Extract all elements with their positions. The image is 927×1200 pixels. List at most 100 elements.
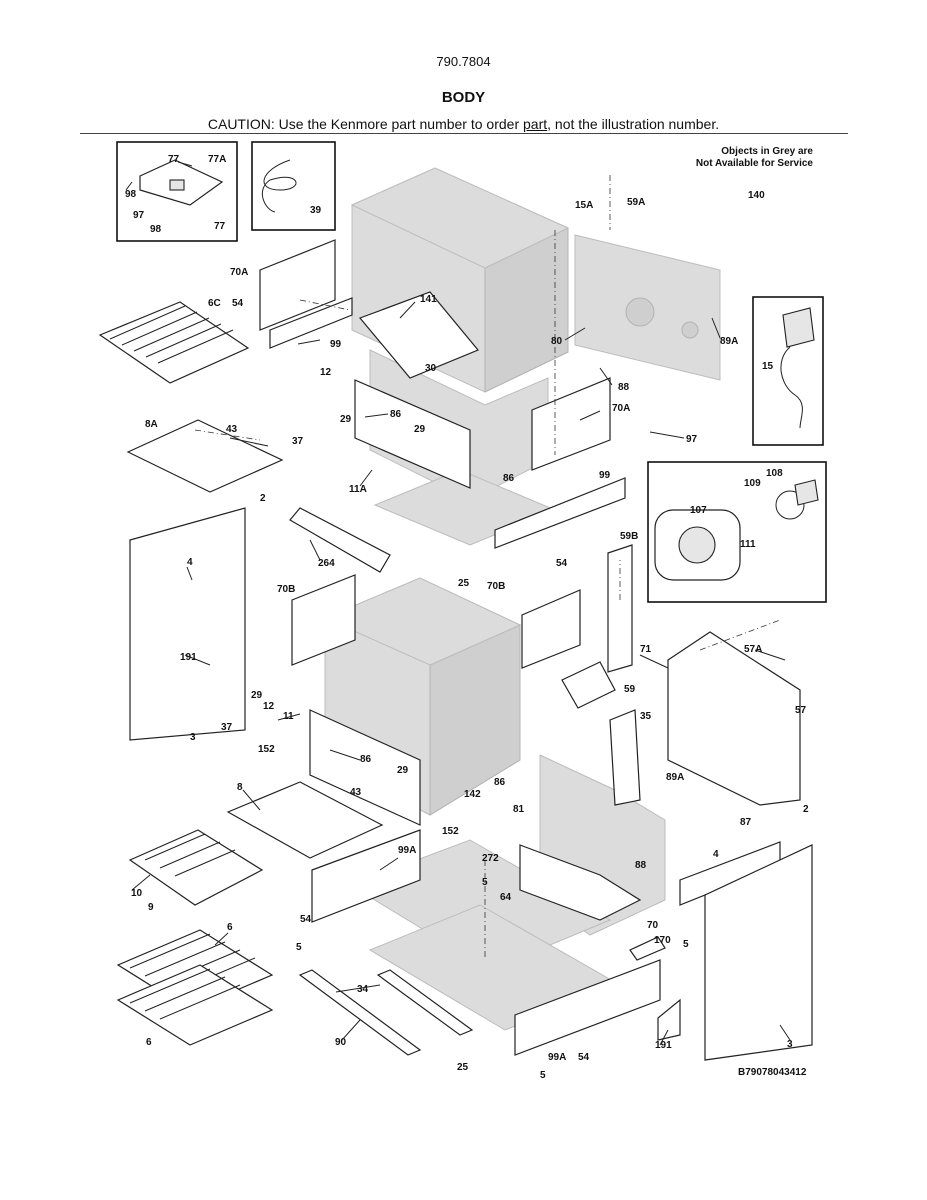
broil-pan-10-part[interactable] — [128, 829, 264, 906]
callout-12: 12 — [320, 367, 332, 378]
callout-2: 2 — [260, 493, 266, 504]
callout-57a: 57A — [744, 644, 762, 655]
insulation-59-part[interactable] — [561, 661, 616, 709]
rack-6c-part[interactable] — [98, 301, 250, 384]
callout-2: 2 — [803, 804, 809, 815]
lower-door-gasket-part[interactable] — [309, 709, 421, 826]
control-board-part[interactable] — [139, 159, 224, 206]
bracket-191-lower-part[interactable] — [657, 998, 681, 1041]
rail-54-upper-part[interactable] — [269, 297, 353, 349]
callout-111: 111 — [740, 539, 756, 550]
callout-80: 80 — [551, 336, 563, 347]
callout-152: 152 — [258, 744, 275, 755]
callout-8a: 8A — [145, 419, 158, 430]
callout-77: 77 — [214, 221, 226, 232]
callout-5: 5 — [683, 939, 689, 950]
caution-text-after: , not the illustration number. — [547, 116, 720, 132]
callout-5: 5 — [540, 1070, 546, 1081]
convection-fan-assembly-part[interactable] — [654, 479, 819, 581]
duct-35-part[interactable] — [609, 709, 641, 806]
callout-89a: 89A — [720, 336, 738, 347]
bracket-170-part[interactable] — [629, 936, 666, 961]
rear-panel-upper-grey — [574, 234, 721, 381]
rail-99-right-part[interactable] — [494, 477, 626, 549]
callout-6: 6 — [146, 1037, 152, 1048]
callout-97: 97 — [686, 434, 698, 445]
callout-29: 29 — [414, 424, 426, 435]
sensor-module-part[interactable] — [780, 307, 815, 429]
callout-57: 57 — [795, 705, 807, 716]
insulation-70b-left-part[interactable] — [291, 574, 356, 666]
insulation-59b-part[interactable] — [607, 544, 633, 673]
inset-wire-harness-box — [251, 141, 336, 231]
callout-141: 141 — [420, 294, 437, 305]
callout-191: 191 — [180, 652, 197, 663]
rack-6-lower-part[interactable] — [116, 964, 274, 1046]
model-number: 790.7804 — [436, 54, 491, 69]
callout-5: 5 — [296, 942, 302, 953]
top-panel-141-part[interactable] — [358, 291, 479, 379]
trim-34-part[interactable] — [376, 969, 474, 1036]
leader-lines — [125, 161, 791, 1046]
wire-harness-part[interactable] — [261, 159, 297, 213]
callout-89a: 89A — [666, 772, 684, 783]
callout-labels: 77 77A 98 97 98 77 39 15A 59A 140 70A 54… — [125, 154, 809, 1081]
callout-34: 34 — [357, 984, 369, 995]
callout-81: 81 — [513, 804, 525, 815]
callout-108: 108 — [766, 468, 783, 479]
callout-59: 59 — [624, 684, 636, 695]
figure-id: B79078043412 — [738, 1067, 807, 1078]
callout-59b: 59B — [620, 531, 638, 542]
burner-99a-part[interactable] — [311, 829, 421, 923]
insulation-70a-right-part[interactable] — [531, 377, 611, 471]
caution-text-before: CAUTION: Use the Kenmore part number to … — [207, 116, 523, 132]
callout-70: 70 — [647, 920, 659, 931]
callout-59a: 59A — [627, 197, 645, 208]
callout-86: 86 — [390, 409, 402, 420]
callout-191: 191 — [655, 1040, 672, 1051]
callout-6c: 6C — [208, 298, 221, 309]
callout-86: 86 — [503, 473, 515, 484]
callout-39: 39 — [310, 205, 322, 216]
callout-11a: 11A — [349, 484, 367, 495]
caution-part-link[interactable]: part — [523, 116, 548, 132]
upper-door-gasket-part[interactable] — [354, 379, 471, 489]
callout-98: 98 — [150, 224, 162, 235]
inset-control-board-box — [116, 141, 238, 242]
side-panel-left-part[interactable] — [129, 507, 246, 741]
rear-panel-71-part[interactable] — [667, 631, 801, 806]
callout-86: 86 — [360, 754, 372, 765]
callout-5: 5 — [482, 877, 488, 888]
vent-90-part[interactable] — [298, 969, 422, 1056]
page-title: BODY — [441, 89, 486, 106]
header-divider — [80, 133, 848, 134]
callout-70a: 70A — [230, 267, 248, 278]
burner-99a-lower-part[interactable] — [514, 959, 661, 1056]
callout-29: 29 — [397, 765, 409, 776]
callout-86: 86 — [494, 777, 506, 788]
callout-264: 264 — [318, 558, 335, 569]
callout-25: 25 — [457, 1062, 469, 1073]
callout-99: 99 — [599, 470, 611, 481]
grey-objects-note-line1: Objects in Grey are — [721, 146, 813, 157]
callout-88: 88 — [635, 860, 647, 871]
callout-54: 54 — [578, 1052, 590, 1063]
callout-6: 6 — [227, 922, 233, 933]
callout-54: 54 — [556, 558, 568, 569]
callout-107: 107 — [690, 505, 707, 516]
callout-3: 3 — [787, 1039, 793, 1050]
floor-panel-part[interactable] — [519, 844, 642, 921]
callout-15: 15 — [762, 361, 774, 372]
side-panel-right-part[interactable] — [704, 844, 813, 1061]
insulation-70b-right-part[interactable] — [521, 589, 581, 669]
callout-64: 64 — [500, 892, 512, 903]
support-264-part[interactable] — [289, 507, 391, 573]
broil-pan-8-part[interactable] — [226, 781, 384, 859]
callout-8: 8 — [237, 782, 243, 793]
assembly-guide-lines — [194, 175, 781, 960]
callout-99a: 99A — [548, 1052, 566, 1063]
insulation-70a-upper-part[interactable] — [259, 239, 336, 331]
broil-pan-8a-part[interactable] — [126, 419, 284, 493]
callout-54: 54 — [232, 298, 244, 309]
